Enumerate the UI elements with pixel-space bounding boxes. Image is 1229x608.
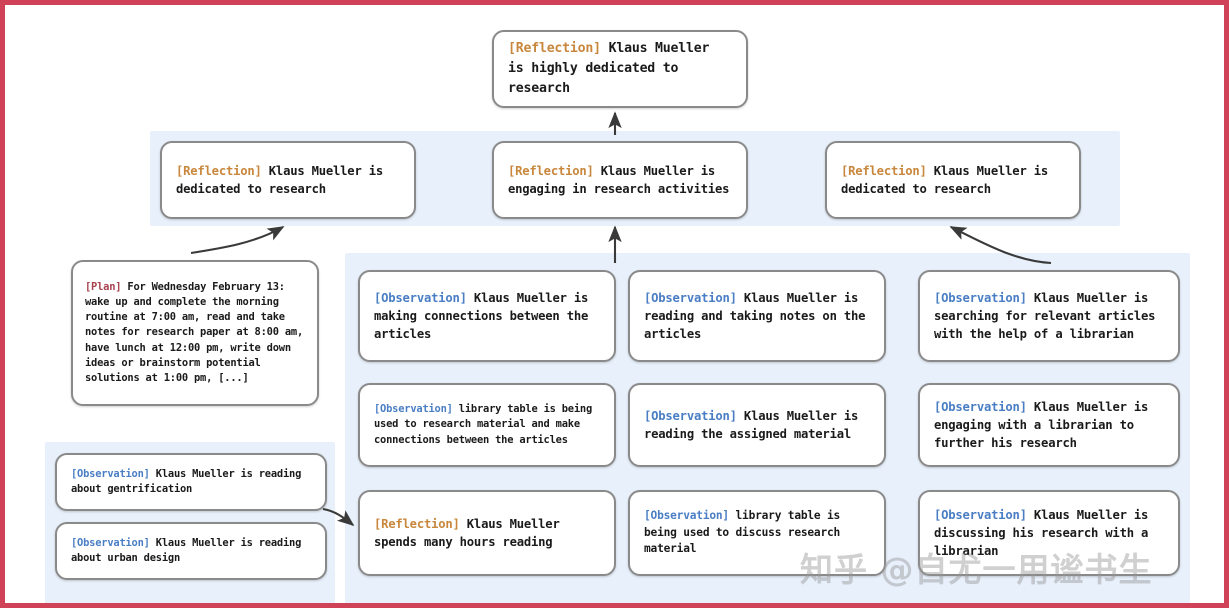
arrow-plan-to-left-reflection [190,226,285,255]
node-text: [Reflection] Klaus Mueller is highly ded… [494,39,746,98]
node-plan[interactable]: [Plan] For Wednesday February 13: wake u… [71,260,319,406]
node-body: Klaus Mueller is making connections betw… [374,290,596,342]
tag-observation: [Observation] [934,399,1027,414]
tag-observation: [Observation] [644,290,737,305]
node-text: [Observation] library table is being use… [360,402,614,447]
tag-observation: [Observation] [71,536,150,549]
watermark: 知乎 @自尤一用谧书生 [800,550,1153,589]
node-body: Klaus Mueller is reading and taking note… [644,290,873,342]
node-body: Klaus Mueller is highly dedicated to res… [508,41,717,96]
tag-reflection: [Reflection] [176,163,262,178]
node-text: [Observation] Klaus Mueller is engaging … [920,398,1178,453]
node-body: Klaus Mueller is discussing his research… [934,507,1156,559]
node-body: Klaus Mueller is reading the assigned ma… [644,408,866,441]
tag-reflection: [Reflection] [508,41,601,57]
node-text: [Reflection] Klaus Mueller spends many h… [360,515,614,552]
node-body: Klaus Mueller is dedicated to research [841,163,1056,196]
node-text: [Reflection] Klaus Mueller is engaging i… [494,162,746,199]
node-text: [Observation] Klaus Mueller is reading a… [630,289,884,344]
node-top-reflection[interactable]: [Reflection] Klaus Mueller is highly ded… [492,30,748,108]
tag-reflection: [Reflection] [374,516,460,531]
node-column1-observation-2[interactable]: [Observation] library table is being use… [358,383,616,467]
node-text: [Observation] library table is being use… [630,508,884,558]
node-text: [Plan] For Wednesday February 13: wake u… [73,280,317,386]
tag-plan: [Plan] [85,281,122,294]
node-body: Klaus Mueller is engaging with a librari… [934,399,1156,451]
node-body: Klaus Mueller spends many hours reading [374,516,567,549]
node-body: Klaus Mueller is engaging in research ac… [508,163,730,196]
node-body: Klaus Mueller is dedicated to research [176,163,391,196]
node-column1-observation-1[interactable]: [Observation] Klaus Mueller is making co… [358,270,616,362]
node-body: Klaus Mueller is reading about urban des… [71,536,308,564]
node-column1-reflection[interactable]: [Reflection] Klaus Mueller spends many h… [358,490,616,576]
node-observation-urban-design[interactable]: [Observation] Klaus Mueller is reading a… [55,522,327,580]
tag-reflection: [Reflection] [508,163,594,178]
node-reflection-1[interactable]: [Reflection] Klaus Mueller is dedicated … [160,141,416,219]
tag-observation: [Observation] [644,408,737,423]
node-column2-observation-2[interactable]: [Observation] Klaus Mueller is reading t… [628,383,886,467]
node-observation-gentrification[interactable]: [Observation] Klaus Mueller is reading a… [55,453,327,511]
node-text: [Reflection] Klaus Mueller is dedicated … [827,162,1079,199]
tag-observation: [Observation] [374,403,453,416]
node-reflection-3[interactable]: [Reflection] Klaus Mueller is dedicated … [825,141,1081,219]
node-body: Klaus Mueller is searching for relevant … [934,290,1163,342]
node-body: library table is being used to research … [374,403,599,446]
node-column3-observation-3[interactable]: [Observation] Klaus Mueller is discussin… [918,490,1180,576]
node-text: [Observation] Klaus Mueller is making co… [360,289,614,344]
node-text: [Observation] Klaus Mueller is discussin… [920,506,1178,561]
node-column3-observation-1[interactable]: [Observation] Klaus Mueller is searching… [918,270,1180,362]
node-text: [Observation] Klaus Mueller is reading a… [57,467,325,497]
tag-observation: [Observation] [934,507,1027,522]
tag-observation: [Observation] [644,508,729,522]
node-body: Klaus Mueller is reading about gentrific… [71,467,308,495]
node-text: [Reflection] Klaus Mueller is dedicated … [162,162,414,199]
tag-observation: [Observation] [374,290,467,305]
tag-observation: [Observation] [71,467,150,480]
tag-reflection: [Reflection] [841,163,927,178]
node-body: For Wednesday February 13: wake up and c… [85,281,310,384]
node-column2-observation-1[interactable]: [Observation] Klaus Mueller is reading a… [628,270,886,362]
node-text: [Observation] Klaus Mueller is searching… [920,289,1178,344]
node-column2-observation-3[interactable]: [Observation] library table is being use… [628,490,886,576]
node-reflection-2[interactable]: [Reflection] Klaus Mueller is engaging i… [492,141,748,219]
node-body: library table is being used to discuss r… [644,508,847,556]
node-text: [Observation] Klaus Mueller is reading a… [57,536,325,566]
node-column3-observation-2[interactable]: [Observation] Klaus Mueller is engaging … [918,383,1180,467]
node-text: [Observation] Klaus Mueller is reading t… [630,407,884,444]
tag-observation: [Observation] [934,290,1027,305]
